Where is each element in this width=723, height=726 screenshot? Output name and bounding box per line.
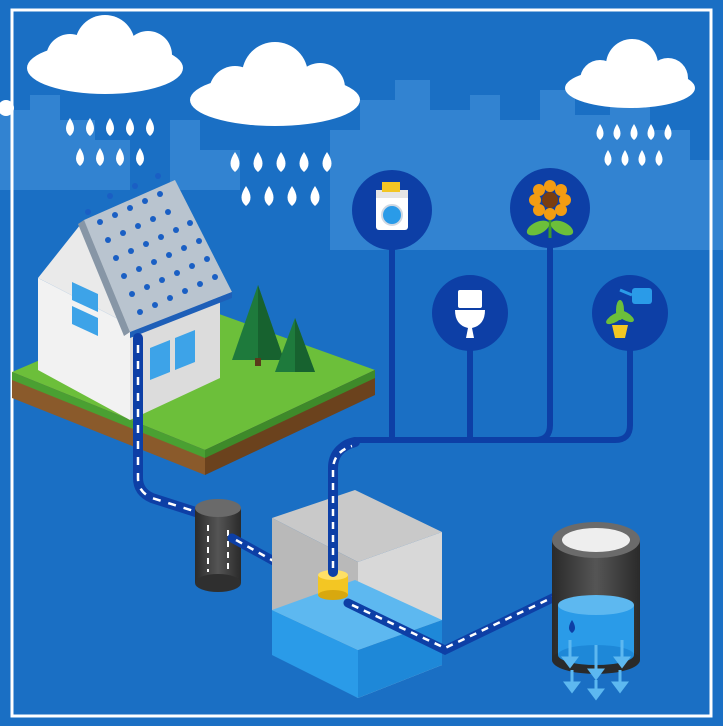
toilet <box>432 275 508 351</box>
first-flush-filter <box>195 499 241 592</box>
sunflower-icon <box>526 180 574 238</box>
storage-tank <box>272 437 442 698</box>
window-icon <box>72 282 98 312</box>
watering-can-icon <box>606 288 652 338</box>
cloud-rain-icon <box>27 15 183 94</box>
cloud-middle <box>190 42 360 206</box>
house-icon <box>38 180 232 420</box>
tree-icon <box>232 285 284 366</box>
soakaway <box>552 522 640 701</box>
pump-icon <box>318 570 348 600</box>
cloud-right <box>565 39 695 166</box>
cloud-rain-icon <box>190 42 360 126</box>
filter-icon <box>195 499 241 592</box>
raindrops-middle <box>230 152 332 206</box>
raindrops-right <box>596 124 672 166</box>
garden <box>510 168 590 248</box>
raindrops-left <box>66 118 154 166</box>
frame-dot <box>0 100 14 116</box>
cloud-rain-icon <box>565 39 695 108</box>
cloud-left <box>27 15 183 166</box>
tree-icon-small <box>275 318 315 372</box>
overflow-pipe <box>343 587 570 655</box>
riser-pipe <box>328 437 360 577</box>
downpipe <box>133 333 210 520</box>
frame-border <box>10 8 713 718</box>
plant-watering <box>592 275 668 351</box>
washing-machine <box>352 170 432 250</box>
submersible-pump <box>318 570 348 600</box>
washing-machine-icon <box>376 182 408 230</box>
tank-icon <box>272 490 442 698</box>
roof-raindrops <box>85 173 218 315</box>
toilet-icon <box>455 290 485 338</box>
roof <box>84 180 232 332</box>
soakaway-icon <box>552 522 640 701</box>
